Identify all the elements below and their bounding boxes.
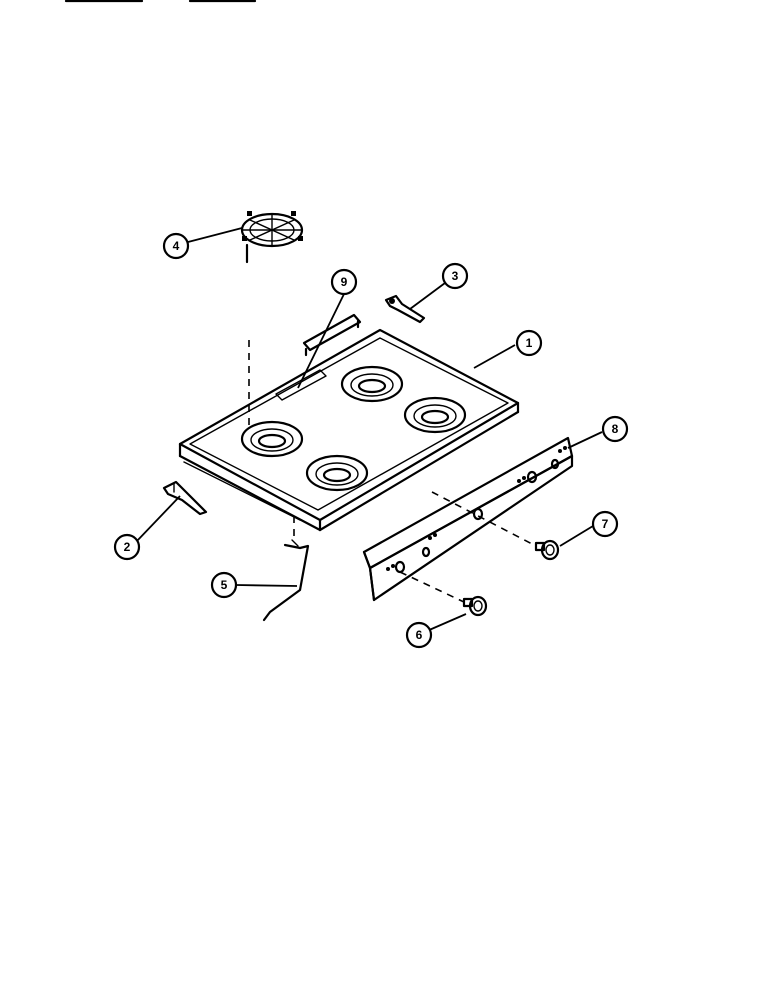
callout-part-3: 3	[441, 262, 469, 290]
callout-label: 4	[173, 239, 180, 253]
callout-label: 7	[602, 517, 609, 531]
callout-part-7: 7	[591, 510, 619, 538]
control-knob-front	[462, 595, 488, 617]
burner-well-left-front	[240, 420, 304, 458]
callout-part-8: 8	[601, 415, 629, 443]
control-knob-rear	[534, 539, 560, 561]
burner-well-right-rear	[403, 396, 467, 434]
callout-label: 2	[124, 540, 131, 554]
control-panel	[362, 436, 574, 602]
burner-grate	[240, 211, 304, 248]
retaining-clip-front	[162, 480, 208, 516]
wire-support	[262, 539, 310, 622]
callout-part-6: 6	[405, 621, 433, 649]
callout-label: 9	[341, 275, 348, 289]
callout-part-9: 9	[330, 268, 358, 296]
callout-part-1: 1	[515, 329, 543, 357]
callout-part-5: 5	[210, 571, 238, 599]
callout-label: 8	[612, 422, 619, 436]
hinge-bracket	[275, 313, 362, 401]
leader-lines	[135, 227, 603, 635]
callout-label: 3	[452, 269, 459, 283]
callout-label: 1	[526, 336, 533, 350]
callout-label: 5	[221, 578, 228, 592]
callout-label: 6	[416, 628, 423, 642]
cooktop-main-top	[178, 328, 520, 532]
retaining-clip-rear	[384, 294, 426, 324]
burner-well-left-rear	[340, 365, 404, 403]
callout-part-2: 2	[113, 533, 141, 561]
callout-part-4: 4	[162, 232, 190, 260]
burner-well-right-front	[305, 454, 369, 492]
knob-front-axis-line	[399, 571, 465, 603]
knob-rear-axis-line	[431, 491, 537, 547]
